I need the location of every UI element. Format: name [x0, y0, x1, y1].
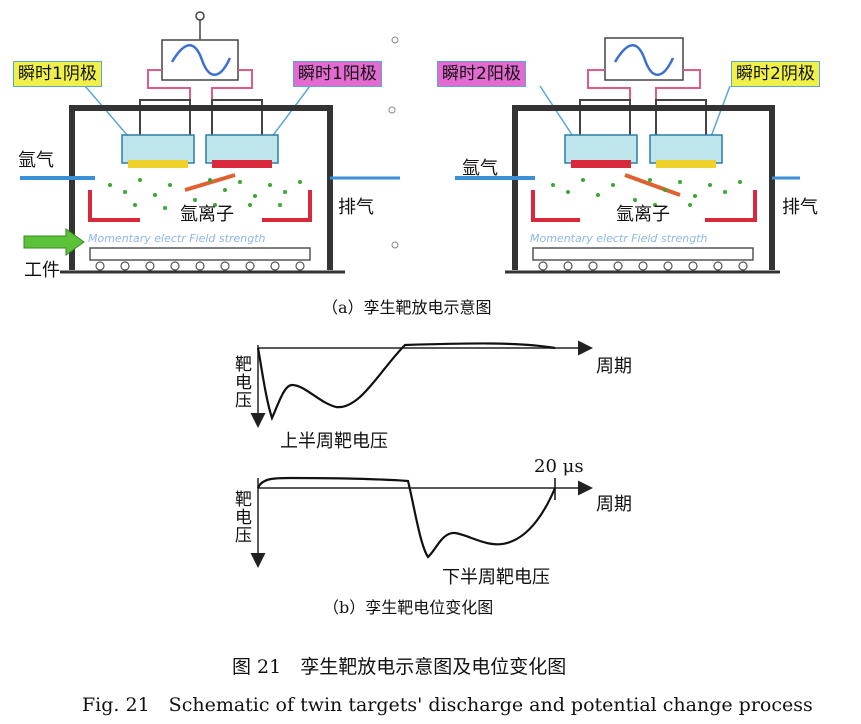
top-voltage-plot — [250, 340, 593, 428]
left-gas-inlet-label: 氩气 — [18, 150, 54, 171]
top-plot-xlabel: 周期 — [596, 356, 632, 377]
left-workpiece-table — [89, 247, 311, 261]
right-target-2 — [649, 134, 723, 164]
figure-caption-cn: 图 21 孪生靶放电示意图及电位变化图 — [232, 656, 567, 678]
right-ion-label: 氩离子 — [616, 204, 670, 225]
right-workpiece-table — [532, 247, 754, 261]
left-target-1 — [121, 134, 195, 164]
left-target-2 — [205, 134, 279, 164]
left-exhaust-label: 排气 — [338, 197, 374, 218]
left-ion-cloud — [108, 178, 302, 210]
left-faint-annotation: Momentary electr Field strength — [88, 232, 266, 245]
label-instant2-cathode: 瞬时2阴极 — [731, 61, 820, 87]
figure-caption-en: Fig. 21 Schematic of twin targets' disch… — [82, 694, 813, 716]
left-ion-label: 氩离子 — [180, 204, 234, 225]
right-ion-cloud — [551, 178, 742, 207]
right-schematic — [455, 37, 800, 274]
label-instant1-cathode: 瞬时1阴极 — [13, 61, 102, 87]
left-schematic — [20, 11, 400, 274]
caption-panel-a: （a）孪生靶放电示意图 — [322, 298, 492, 317]
left-ground-node — [195, 11, 205, 21]
top-voltage-curve — [256, 342, 556, 421]
right-exhaust-label: 排气 — [782, 197, 818, 218]
time-mark-label: 20 μs — [534, 456, 584, 477]
top-plot-annotation: 上半周靶电压 — [280, 431, 388, 452]
bottom-plot-annotation: 下半周靶电压 — [442, 567, 550, 588]
label-instant2-anode: 瞬时2阳极 — [437, 61, 526, 87]
right-gas-inlet-label: 氩气 — [462, 158, 498, 179]
label-instant1-anode: 瞬时1阳极 — [293, 61, 382, 87]
workpiece-arrow — [23, 228, 85, 256]
top-plot-ylabel: 靶电压 — [231, 355, 251, 409]
bottom-voltage-curve — [256, 476, 557, 559]
bottom-plot-xlabel: 周期 — [596, 494, 632, 515]
bottom-plot-ylabel: 靶电压 — [231, 490, 251, 544]
right-chamber-wall — [512, 105, 775, 270]
right-target-1 — [564, 134, 638, 164]
right-faint-annotation: Momentary electr Field strength — [530, 232, 708, 245]
bottom-voltage-plot — [250, 476, 593, 568]
workpiece-label: 工件 — [24, 260, 60, 281]
left-chamber-wall — [69, 105, 333, 270]
caption-panel-b: （b）孪生靶电位变化图 — [323, 598, 494, 617]
